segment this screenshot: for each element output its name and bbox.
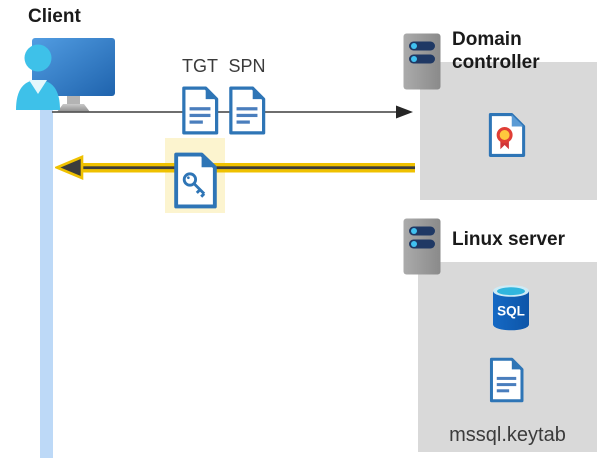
linux-server-icon [403, 218, 441, 275]
sql-database-icon: SQL [493, 285, 529, 331]
linux-server-label: Linux server [452, 229, 565, 250]
seal-shape [496, 127, 513, 143]
keytab-label: mssql.keytab [449, 424, 566, 446]
person-icon [16, 44, 60, 110]
response-arrow-icon [55, 155, 415, 180]
spn-ticket-document-icon [229, 86, 266, 135]
domain-controller-server-icon [403, 33, 441, 90]
client-timeline-bar [40, 100, 53, 458]
client-icon [16, 38, 115, 112]
request-arrow-icon [52, 105, 413, 119]
key-glyph [182, 172, 206, 198]
monitor-icon [32, 38, 115, 112]
key-document-icon [174, 152, 217, 209]
spn-label: SPN [228, 56, 266, 76]
tgt-ticket-document-icon [182, 86, 219, 135]
keytab-file-icon [489, 357, 524, 403]
sql-icon-label: SQL [497, 304, 525, 319]
tgt-label: TGT [182, 56, 218, 76]
certificate-icon [488, 113, 526, 157]
client-label: Client [28, 6, 81, 27]
domain-controller-label: Domain controller [452, 29, 540, 73]
